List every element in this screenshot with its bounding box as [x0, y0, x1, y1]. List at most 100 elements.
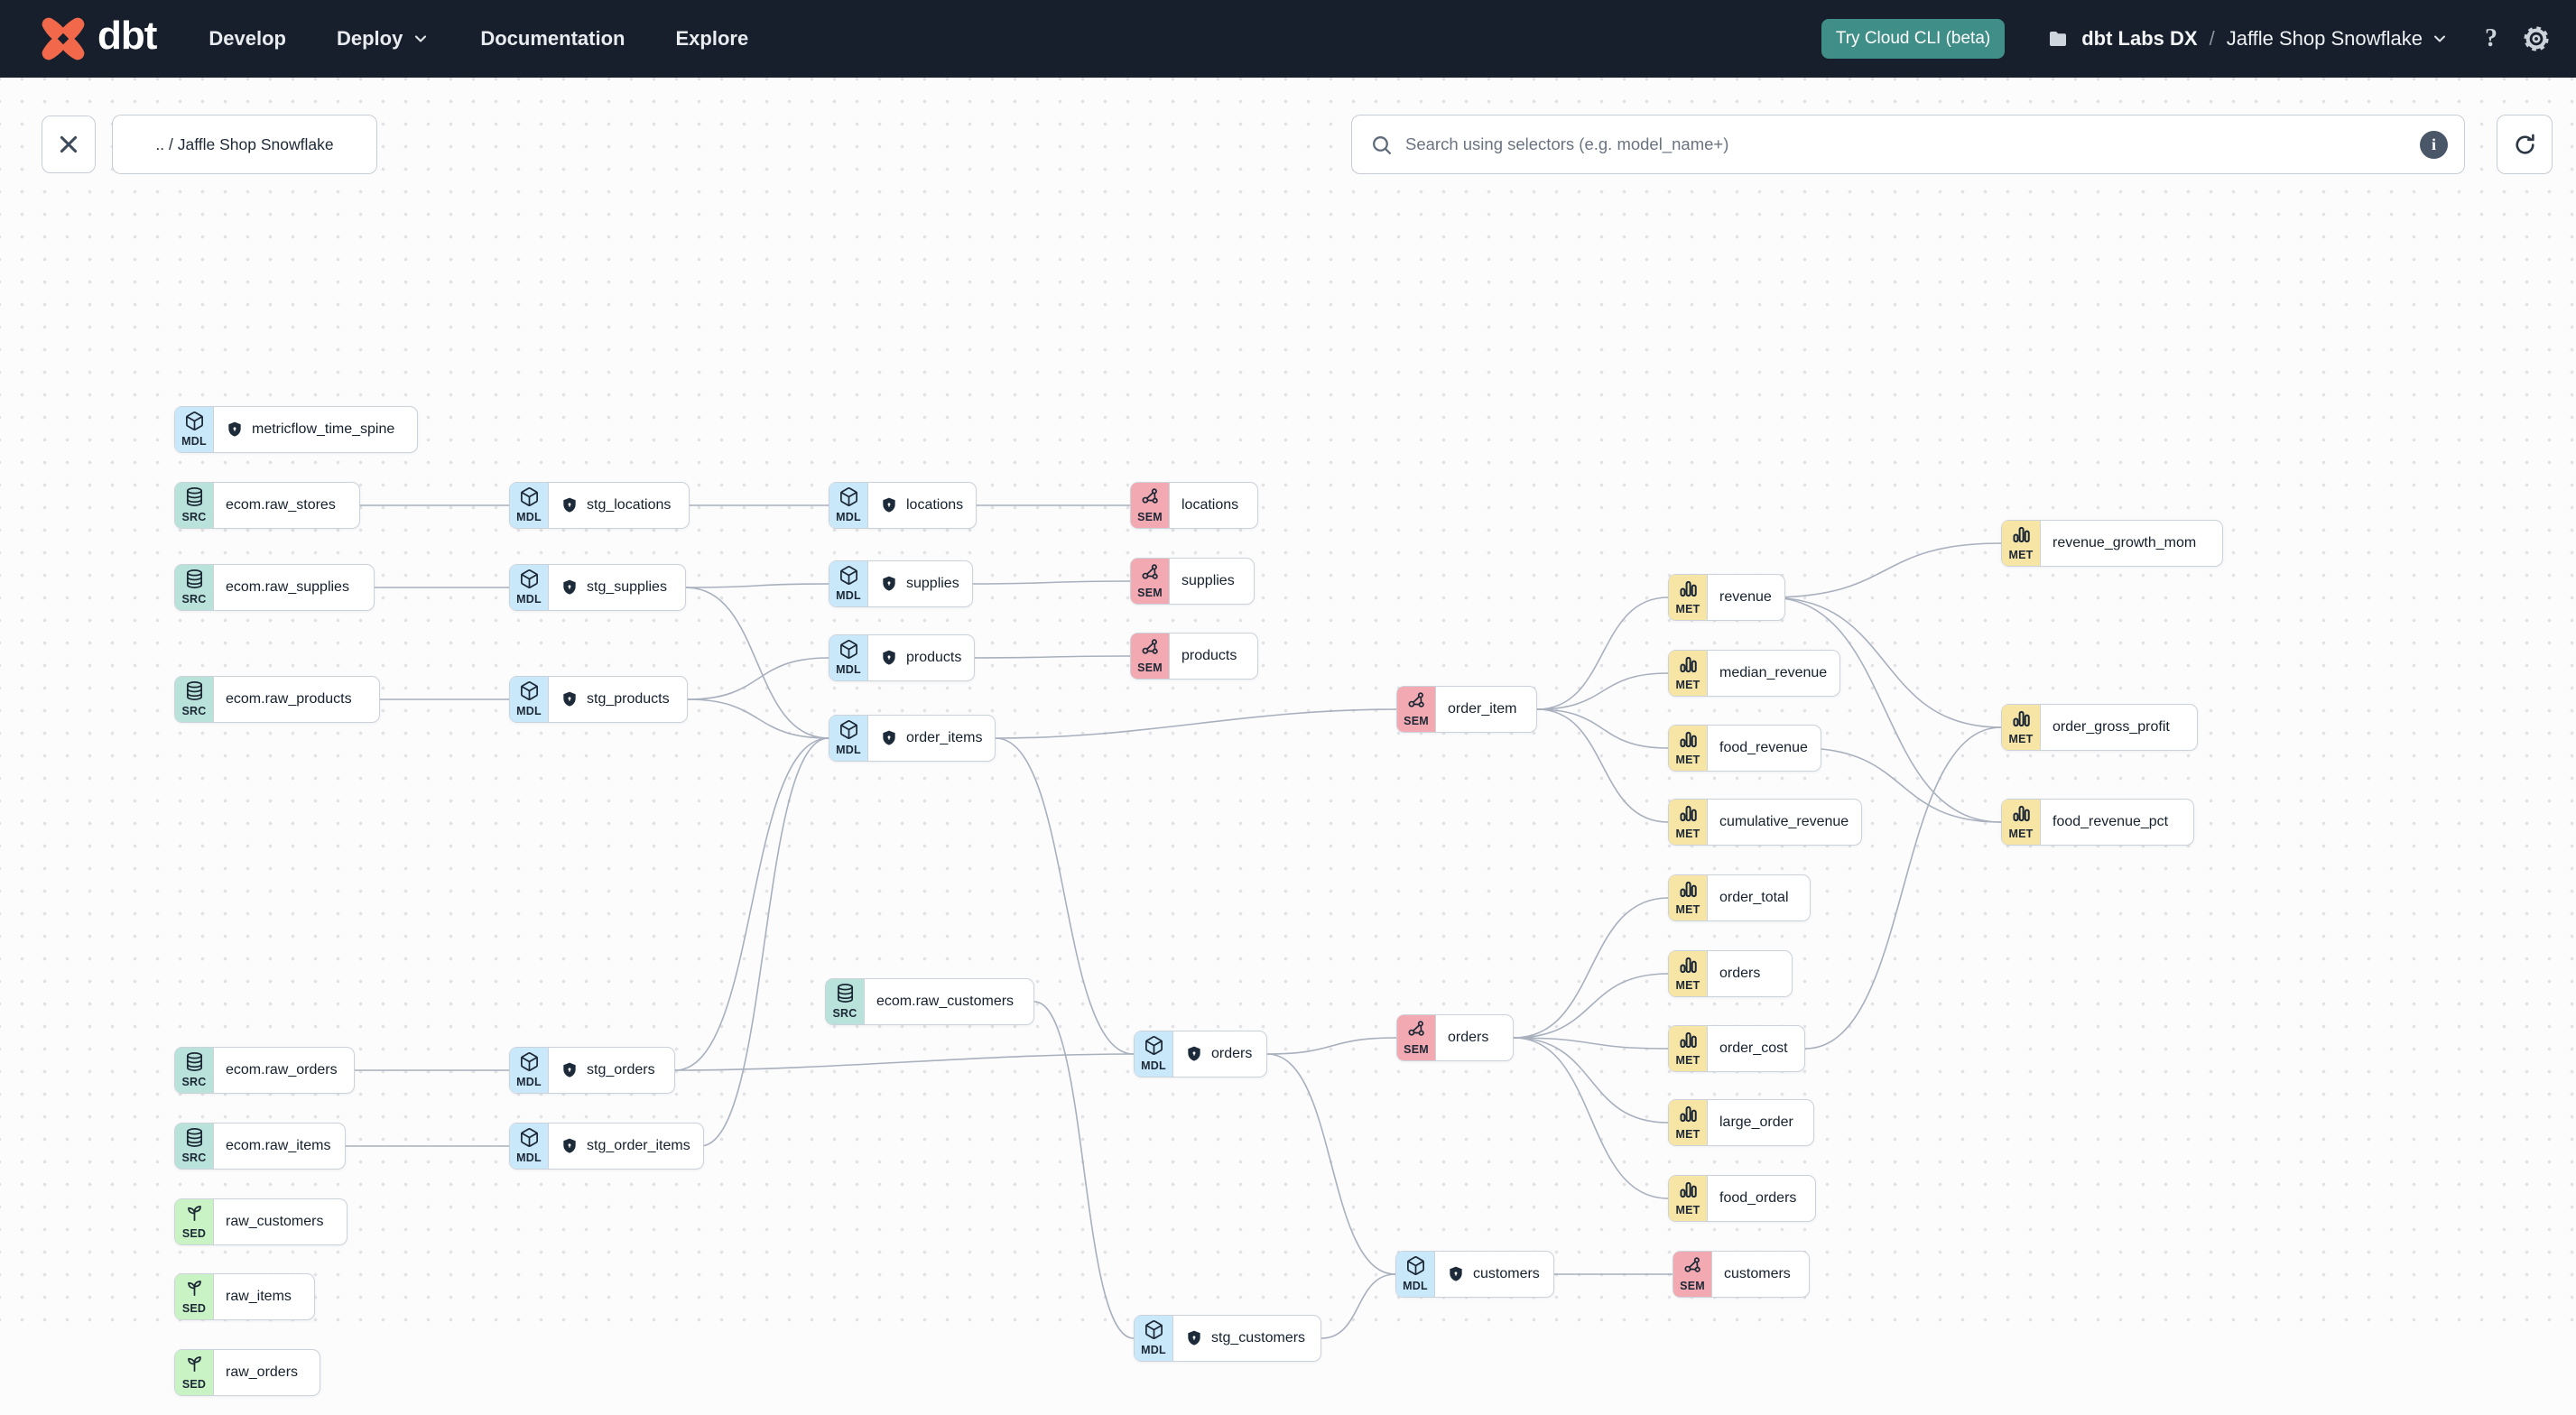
node-label: customers	[1724, 1266, 1791, 1282]
lineage-breadcrumb[interactable]: .. / Jaffle Shop Snowflake	[112, 115, 377, 174]
node-type-label: MDL	[516, 512, 542, 524]
shield-icon	[880, 649, 898, 667]
account-name[interactable]: dbt Labs DX	[2081, 27, 2197, 51]
node-body: raw_items	[214, 1274, 304, 1319]
lineage-edge	[1321, 1274, 1395, 1338]
help-icon[interactable]: ?	[2485, 24, 2497, 53]
node-type-label: SRC	[182, 1077, 207, 1089]
menu-item-deploy[interactable]: Deploy	[337, 27, 430, 51]
node-label: orders	[1211, 1046, 1252, 1062]
bar-chart-icon	[1678, 729, 1699, 754]
shield-icon	[561, 1061, 579, 1079]
info-icon[interactable]: i	[2420, 131, 2448, 159]
bar-chart-icon	[1678, 654, 1699, 680]
node-type-badge: MDL	[510, 1048, 549, 1093]
search-input[interactable]	[1405, 134, 2407, 154]
lineage-edge	[1034, 1002, 1134, 1338]
close-icon	[57, 133, 80, 156]
node-body: revenue	[1708, 575, 1784, 620]
graph-node-orders_model[interactable]: MDL orders	[1134, 1031, 1267, 1077]
node-type-badge: MET	[2002, 800, 2041, 845]
menu-item-explore[interactable]: Explore	[675, 27, 748, 51]
cube-icon	[519, 1051, 540, 1077]
database-icon	[184, 1051, 205, 1077]
gear-icon[interactable]	[2522, 24, 2551, 53]
node-type-badge: MET	[1669, 875, 1708, 920]
menu-item-develop[interactable]: Develop	[208, 27, 286, 51]
node-body: orders	[1173, 1031, 1265, 1077]
node-body: stg_products	[549, 677, 682, 722]
database-icon	[835, 983, 856, 1008]
node-label: stg_customers	[1211, 1330, 1305, 1346]
graph-node-order_total[interactable]: MET order_total	[1668, 874, 1811, 921]
lineage-edge	[688, 699, 829, 738]
node-label: order_gross_profit	[2052, 719, 2170, 735]
node-label: products	[1181, 648, 1237, 664]
bar-chart-icon	[1678, 879, 1699, 904]
close-lineage-button[interactable]	[42, 116, 96, 173]
lineage-edge	[688, 658, 829, 699]
lineage-edge	[971, 656, 1130, 658]
project-selector[interactable]: Jaffle Shop Snowflake	[2227, 27, 2449, 51]
shield-icon	[561, 496, 579, 514]
graph-node-products[interactable]: MDL products	[829, 634, 975, 681]
refresh-lineage-button[interactable]	[2497, 115, 2553, 174]
node-label: orders	[1448, 1030, 1488, 1046]
cube-icon	[1405, 1255, 1426, 1281]
breadcrumb-text: .. / Jaffle Shop Snowflake	[155, 135, 333, 154]
lineage-edge	[1514, 1038, 1668, 1123]
node-label: products	[906, 650, 961, 666]
node-label: order_total	[1719, 890, 1789, 906]
node-type-badge: MDL	[1135, 1031, 1173, 1077]
menu-item-documentation[interactable]: Documentation	[480, 27, 625, 51]
node-label: ecom.raw_stores	[226, 497, 336, 513]
lineage-edge	[686, 584, 829, 587]
node-type-badge: MET	[1669, 726, 1708, 771]
try-cloud-cli-button[interactable]: Try Cloud CLI (beta)	[1821, 19, 2005, 59]
dbt-logo[interactable]: dbt	[40, 15, 156, 62]
cube-icon	[519, 1127, 540, 1152]
node-label: raw_customers	[226, 1214, 323, 1230]
node-type-badge: SRC	[175, 1048, 214, 1093]
cube-icon	[839, 719, 859, 744]
node-type-label: MDL	[836, 664, 861, 677]
